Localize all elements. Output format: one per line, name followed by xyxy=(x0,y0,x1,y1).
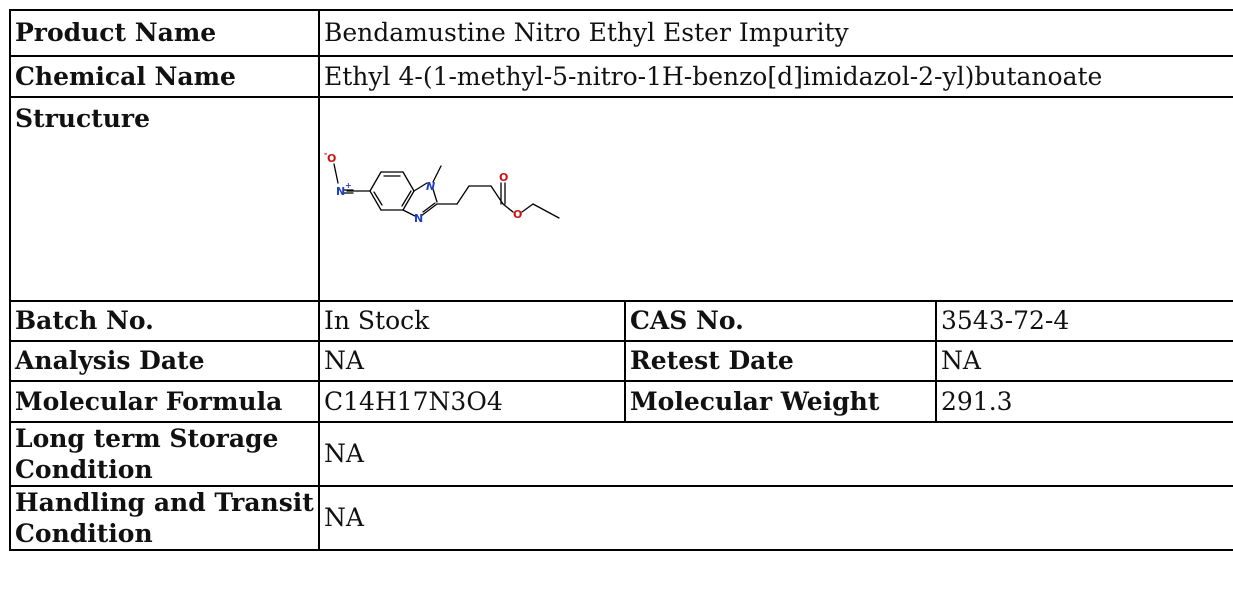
molecular-formula-value: C14H17N3O4 xyxy=(318,380,626,423)
handling-condition-label: Handling and Transit Condition xyxy=(9,485,320,551)
row-storage: Long term Storage Condition NA xyxy=(9,421,1233,487)
storage-condition-value: NA xyxy=(318,421,1233,487)
row-batch: Batch No. In Stock CAS No. 3543-72-4 xyxy=(9,300,1233,342)
atom-o-minus-charge: - xyxy=(324,150,327,158)
row-product-name: Product Name Bendamustine Nitro Ethyl Es… xyxy=(9,9,1233,57)
molecular-formula-label: Molecular Formula xyxy=(9,380,320,423)
atom-o-ester: O xyxy=(513,208,522,221)
chemical-name-value: Ethyl 4-(1-methyl-5-nitro-1H-benzo[d]imi… xyxy=(318,55,1233,98)
batch-no-value: In Stock xyxy=(318,300,626,342)
atom-n-ring: N xyxy=(414,212,423,225)
chemical-name-label: Chemical Name xyxy=(9,55,320,98)
product-name-label: Product Name xyxy=(9,9,320,57)
structure-bonds xyxy=(333,163,560,219)
atom-n-methyl: N xyxy=(426,180,435,193)
handling-condition-value: NA xyxy=(318,485,1233,551)
molecular-weight-value: 291.3 xyxy=(935,380,1233,423)
storage-condition-label: Long term Storage Condition xyxy=(9,421,320,487)
structure-label: Structure xyxy=(9,96,320,302)
row-formula: Molecular Formula C14H17N3O4 Molecular W… xyxy=(9,380,1233,423)
retest-date-label: Retest Date xyxy=(624,340,937,382)
cas-no-value: 3543-72-4 xyxy=(935,300,1233,342)
cas-no-label: CAS No. xyxy=(624,300,937,342)
row-analysis: Analysis Date NA Retest Date NA xyxy=(9,340,1233,382)
analysis-date-value: NA xyxy=(318,340,626,382)
batch-no-label: Batch No. xyxy=(9,300,320,342)
molecular-weight-label: Molecular Weight xyxy=(624,380,937,423)
atom-n-plus-charge: + xyxy=(345,181,352,190)
structure-cell: O - N + N N O O xyxy=(318,96,1233,302)
retest-date-value: NA xyxy=(935,340,1233,382)
product-spec-table: Product Name Bendamustine Nitro Ethyl Es… xyxy=(9,9,1233,551)
chemical-structure-image: O - N + N N O O xyxy=(324,150,560,225)
row-handling: Handling and Transit Condition NA xyxy=(9,485,1233,551)
atom-o-minus: O xyxy=(327,152,336,165)
atom-n-plus: N xyxy=(336,185,345,198)
analysis-date-label: Analysis Date xyxy=(9,340,320,382)
atom-o-carbonyl: O xyxy=(499,171,508,184)
row-structure: Structure xyxy=(9,96,1233,302)
product-name-value: Bendamustine Nitro Ethyl Ester Impurity xyxy=(318,9,1233,57)
row-chemical-name: Chemical Name Ethyl 4-(1-methyl-5-nitro-… xyxy=(9,55,1233,98)
